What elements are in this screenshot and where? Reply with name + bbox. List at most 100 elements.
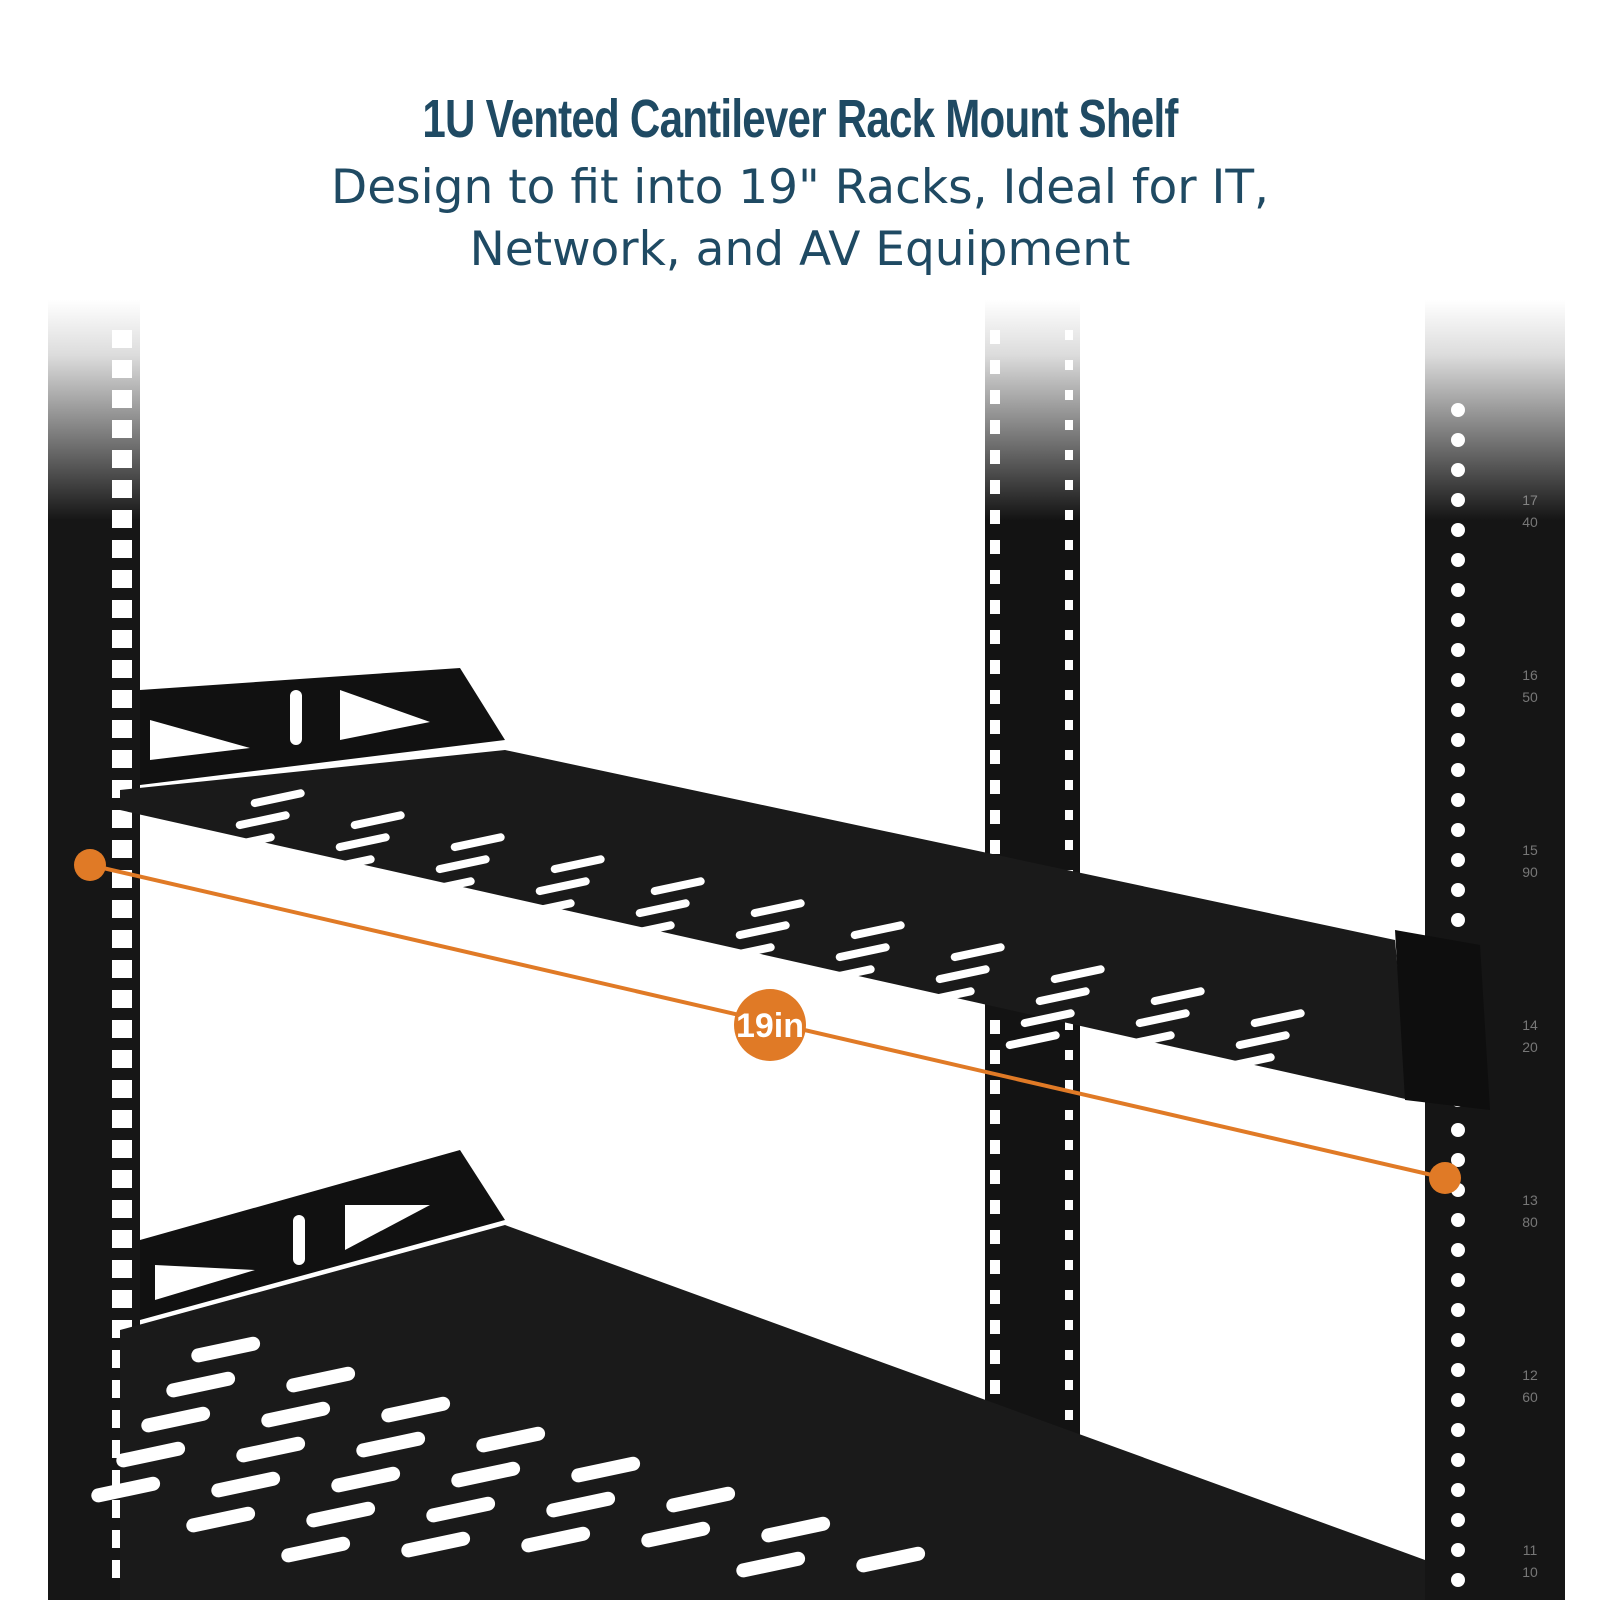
lower-shelf	[91, 1150, 1425, 1600]
rail-marking: 12	[1522, 1367, 1538, 1383]
vent-slot	[805, 987, 860, 1006]
dimension-endpoint-left	[74, 849, 106, 881]
vent-slot	[405, 899, 460, 918]
rail-hole	[990, 1110, 1000, 1124]
rail-hole	[112, 1080, 132, 1098]
vent-slot	[920, 987, 975, 1006]
vent-slot	[735, 921, 790, 940]
rail-hole	[1451, 433, 1465, 447]
rail-hole	[990, 1020, 1000, 1034]
rail-hole	[1451, 673, 1465, 687]
rail-hole	[112, 990, 132, 1008]
rail-marking: 60	[1522, 1389, 1538, 1405]
page-title: 1U Vented Cantilever Rack Mount Shelf	[422, 89, 1178, 149]
rail-hole	[990, 630, 1000, 644]
rail-hole	[990, 600, 1000, 614]
dimension-badge	[734, 989, 806, 1061]
rail-hole	[1451, 1543, 1465, 1557]
rail-hole	[1065, 690, 1073, 700]
vent-slot	[235, 811, 290, 830]
vent-slot	[1005, 1031, 1060, 1050]
vent-slot	[450, 833, 505, 852]
rail-marking: 10	[1522, 1564, 1538, 1580]
vent-slot	[350, 811, 405, 830]
rail-hole	[990, 1260, 1000, 1274]
vent-slot	[850, 921, 905, 940]
rail-hole	[1451, 1243, 1465, 1257]
rail-hole	[112, 1290, 132, 1308]
rail-hole	[1065, 660, 1073, 670]
vent-slot	[286, 1366, 356, 1393]
rail-hole	[1451, 883, 1465, 897]
rail-hole	[112, 480, 132, 498]
vent-slot	[1235, 1031, 1290, 1050]
rail-hole	[990, 690, 1000, 704]
rail-hole	[1451, 1423, 1465, 1437]
vent-slot	[1150, 987, 1205, 1006]
rail-hole	[1065, 570, 1073, 580]
rail-hole	[1065, 1380, 1073, 1390]
rail-hole	[1451, 1153, 1465, 1167]
rail-hole	[1451, 1123, 1465, 1137]
vent-slot	[935, 965, 990, 984]
vent-slot	[1135, 1009, 1190, 1028]
rail-hole	[1065, 750, 1073, 760]
rail-hole	[112, 1230, 132, 1248]
rail-hole	[990, 750, 1000, 764]
rail-hole	[112, 630, 132, 648]
rail-marking: 80	[1522, 1214, 1538, 1230]
rail-hole	[990, 660, 1000, 674]
rail-hole	[112, 510, 132, 528]
rail-hole	[112, 900, 132, 918]
rail-hole	[990, 450, 1000, 464]
rail-hole	[990, 1170, 1000, 1184]
dimension-endpoint-right	[1429, 1162, 1461, 1194]
rail-hole	[1065, 1050, 1073, 1060]
rail-hole	[112, 930, 132, 948]
rail-hole	[112, 750, 132, 768]
rail-hole	[1065, 420, 1073, 430]
rail-hole	[1451, 1393, 1465, 1407]
vent-slot	[116, 1441, 186, 1468]
vent-slot	[950, 943, 1005, 962]
rail-hole	[112, 1020, 132, 1038]
rail-hole	[990, 840, 1000, 854]
vent-slot	[761, 1516, 831, 1543]
rail-hole	[990, 480, 1000, 494]
vent-slot	[535, 877, 590, 896]
rail-hole	[1451, 1513, 1465, 1527]
subtitle-line-1: Design to fit into 19" Racks, Ideal for …	[331, 160, 1269, 215]
rail-hole	[1065, 1140, 1073, 1150]
rail-hole	[112, 660, 132, 678]
vent-slot	[750, 899, 805, 918]
vent-slot	[476, 1426, 546, 1453]
rail-hole	[1451, 823, 1465, 837]
rail-hole	[1065, 1080, 1073, 1090]
rail-marking: 14	[1522, 1017, 1538, 1033]
rail-hole	[1065, 1200, 1073, 1210]
vent-slot	[306, 1501, 376, 1528]
rail-hole	[990, 540, 1000, 554]
rail-hole	[1451, 553, 1465, 567]
vent-slot	[635, 899, 690, 918]
rail-marking: 90	[1522, 864, 1538, 880]
vent-slot	[205, 855, 260, 874]
rail-hole	[112, 1260, 132, 1278]
vent-slot	[705, 965, 760, 984]
rail-hole	[990, 510, 1000, 524]
vent-slot	[261, 1401, 331, 1428]
vent-slot	[550, 855, 605, 874]
rail-hole	[112, 570, 132, 588]
rail-hole	[1451, 733, 1465, 747]
rail-hole	[1065, 1290, 1073, 1300]
vent-slot	[305, 877, 360, 896]
vent-slot	[520, 899, 575, 918]
rail-hole	[1451, 523, 1465, 537]
rail-hole	[1065, 390, 1073, 400]
vent-slot	[401, 1531, 471, 1558]
vent-slot	[820, 965, 875, 984]
rail-hole	[990, 780, 1000, 794]
rail-hole	[1451, 493, 1465, 507]
rail-hole	[1065, 1260, 1073, 1270]
rail-hole	[112, 540, 132, 558]
